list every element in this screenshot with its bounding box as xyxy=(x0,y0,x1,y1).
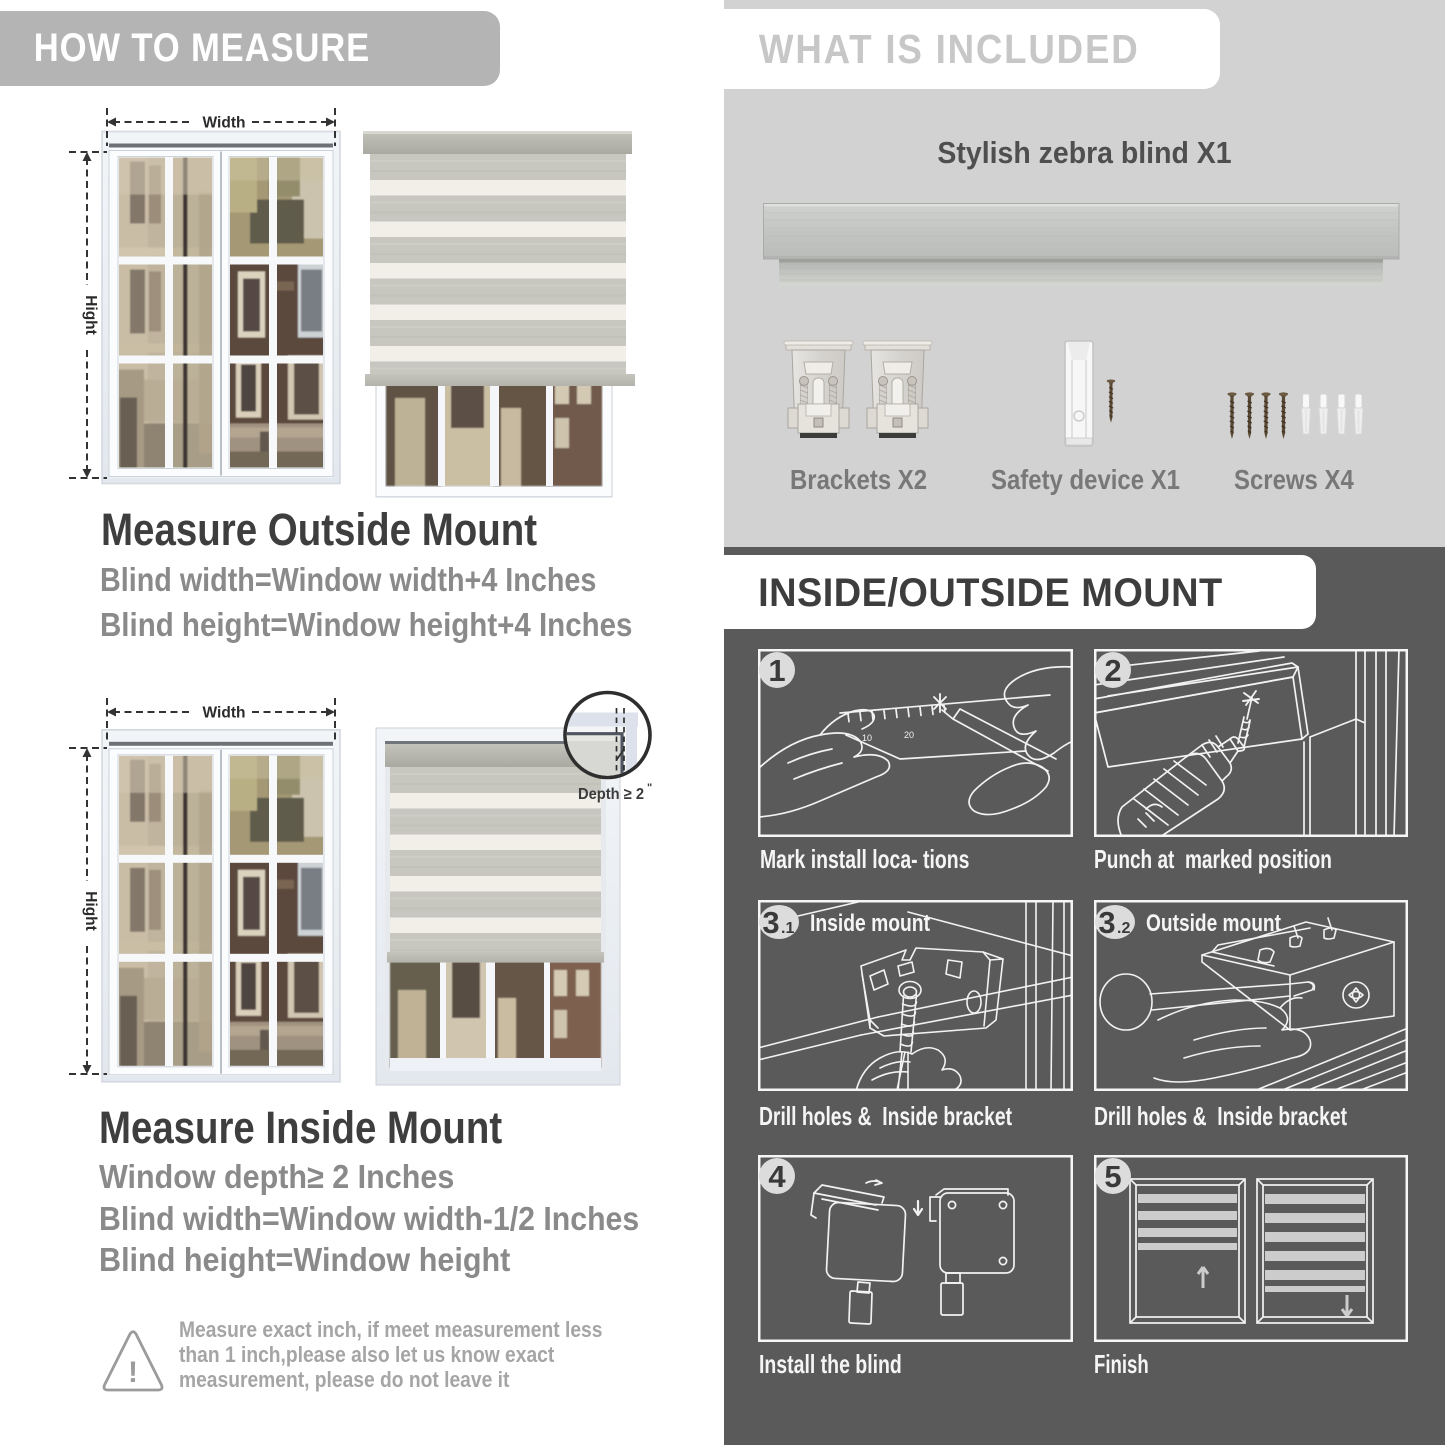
svg-text:20: 20 xyxy=(904,730,914,740)
svg-text:Inside mount: Inside mount xyxy=(810,910,930,937)
svg-text:10: 10 xyxy=(862,733,872,743)
svg-text:Width: Width xyxy=(203,705,246,722)
svg-text:.1: .1 xyxy=(781,920,794,937)
svg-text:Hight: Hight xyxy=(82,891,99,931)
svg-text:Width: Width xyxy=(203,115,246,132)
svg-text:3: 3 xyxy=(1098,905,1115,940)
svg-text:Depth ≥ 2: Depth ≥ 2 xyxy=(578,786,644,803)
svg-text:1: 1 xyxy=(768,653,785,688)
svg-text:2: 2 xyxy=(1104,653,1121,688)
svg-text:3: 3 xyxy=(762,905,779,940)
svg-text:!: ! xyxy=(128,1356,138,1389)
svg-text:": " xyxy=(647,782,652,794)
svg-text:Hight: Hight xyxy=(82,295,99,335)
svg-text:.2: .2 xyxy=(1117,920,1130,937)
svg-text:4: 4 xyxy=(768,1159,786,1194)
svg-text:5: 5 xyxy=(1104,1159,1121,1194)
svg-text:Outside mount: Outside mount xyxy=(1146,910,1281,937)
